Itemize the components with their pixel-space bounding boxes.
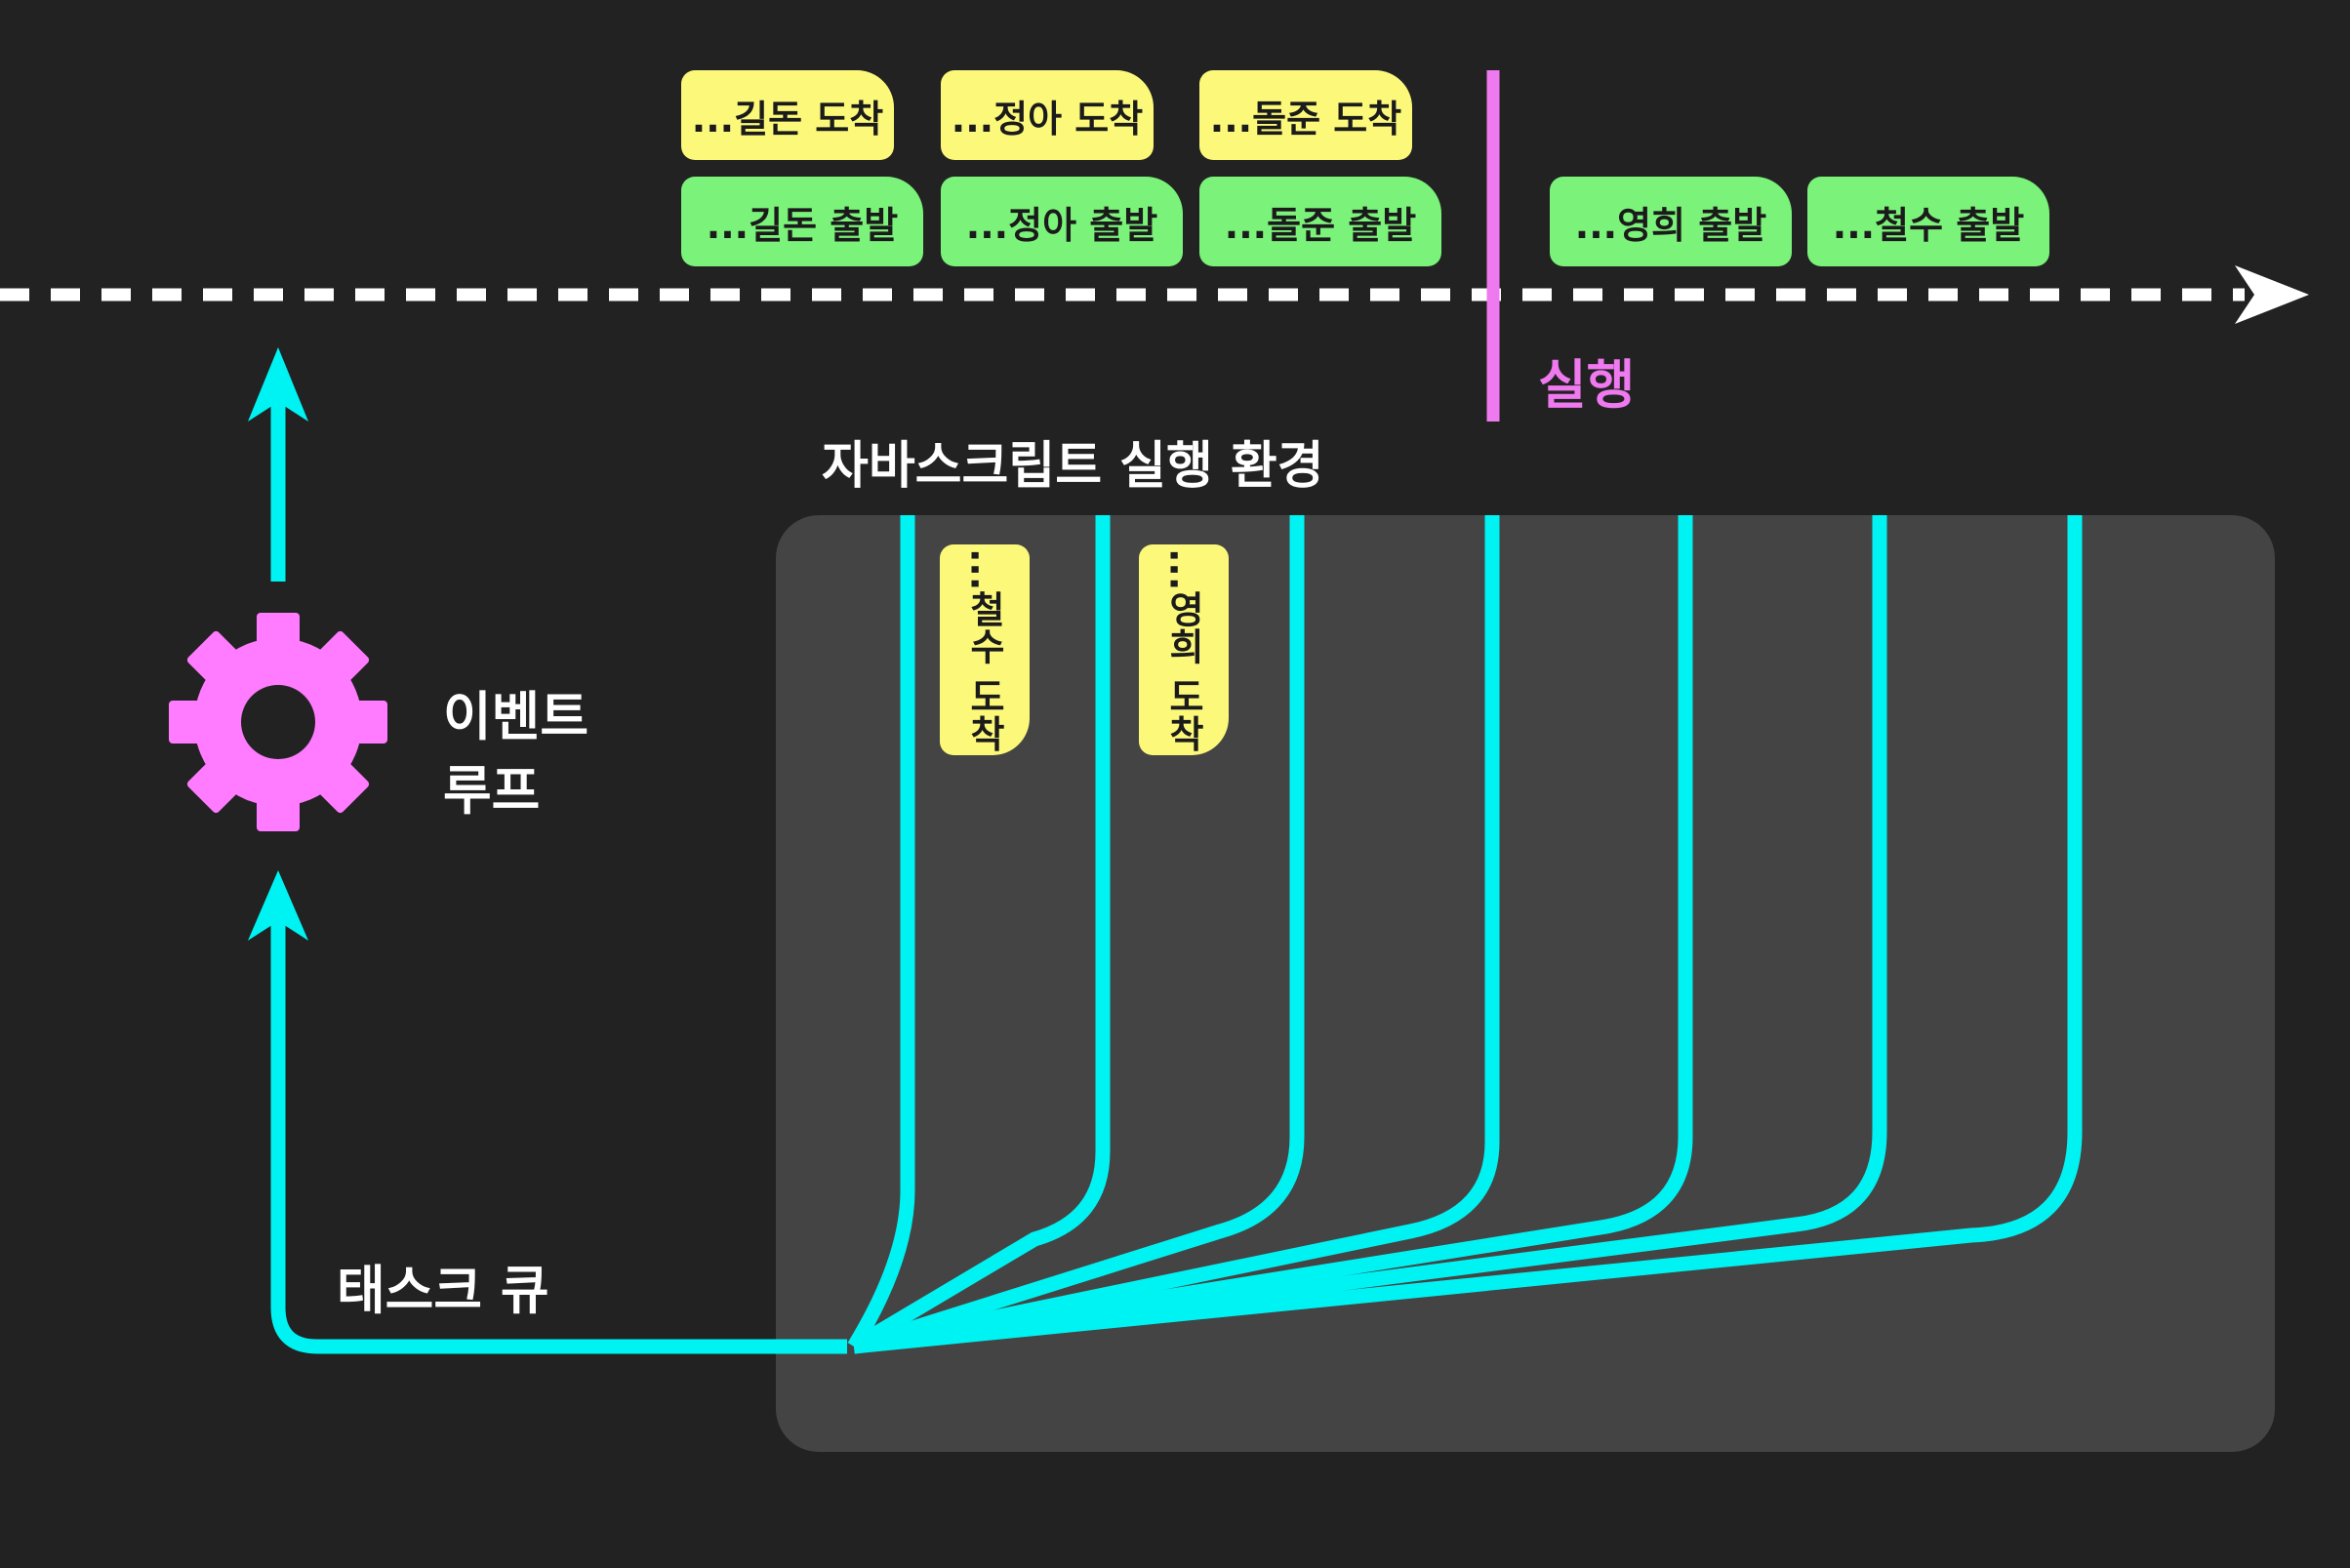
environment-title: 자바스크립트 실행 환경 [822, 437, 1324, 496]
callback-line [852, 515, 1500, 1354]
queue-arrowhead [248, 870, 308, 941]
callback-line [853, 515, 2083, 1354]
event-loop-label-line2: 루프 [443, 760, 541, 822]
callback-line [850, 515, 1111, 1353]
callback-line [853, 515, 1887, 1354]
tag-pending-younghee-arrival: ...영희 도착 [1139, 544, 1229, 755]
tag-arrival-jeonga: ...정아 도착 [941, 70, 1154, 160]
tag-pending-cheolsu-arrival: ...철수 도착 [940, 544, 1030, 755]
loop-up-arrowhead [248, 347, 308, 422]
gear-hole [241, 685, 315, 759]
tag-departure-cheolsu: ...철수 출발 [1807, 177, 2049, 266]
task-queue-path [270, 917, 847, 1354]
tag-arrival-doljun: ...돌준 도착 [1199, 70, 1412, 160]
tag-departure-jeonga: ...정아 출발 [941, 177, 1183, 266]
tag-departure-doljun: ...돌준 출발 [1199, 177, 1441, 266]
task-queue-label: 태스크 큐 [337, 1260, 549, 1321]
run-label: 실행 [1538, 354, 1636, 416]
tag-departure-younghee: ...영희 출발 [1550, 177, 1792, 266]
event-loop-label-line1: 이벤트 [443, 686, 589, 747]
callback-line [847, 515, 915, 1350]
callback-line [851, 515, 1305, 1354]
tag-arrival-gildon: ...길돈 도착 [681, 70, 894, 160]
timeline-arrowhead [2235, 265, 2309, 324]
tag-departure-gildon: ...길돈 출발 [681, 177, 923, 266]
callback-line [852, 515, 1693, 1354]
